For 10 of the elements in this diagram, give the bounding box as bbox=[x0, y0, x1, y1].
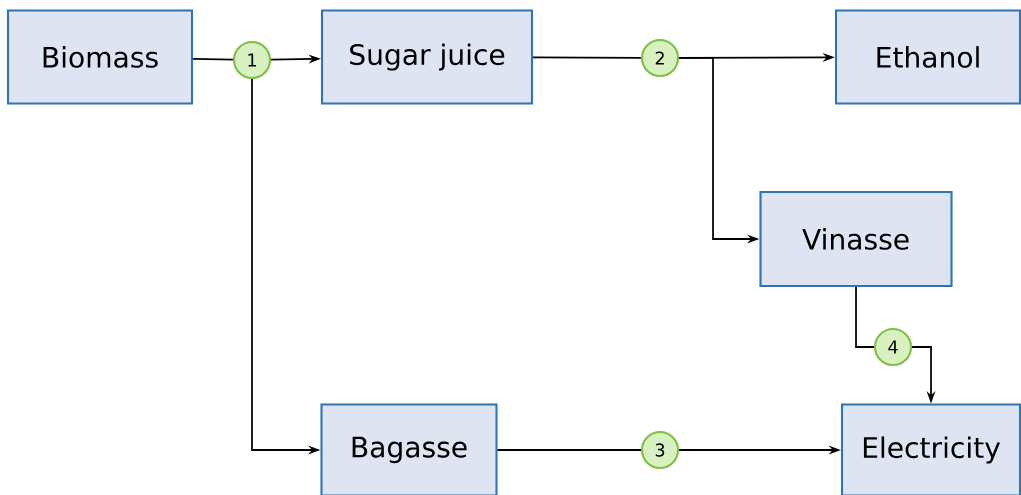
process-box: Electricity bbox=[840, 403, 1021, 495]
process-box: Vinasse bbox=[759, 190, 953, 288]
connector-line bbox=[855, 286, 875, 348]
connector-line bbox=[496, 449, 642, 451]
process-box: Biomass bbox=[6, 9, 194, 105]
connector-line bbox=[192, 57, 234, 61]
process-box: Sugar juice bbox=[320, 9, 534, 105]
process-box: Ethanol bbox=[834, 9, 1021, 105]
connector-line bbox=[532, 56, 642, 59]
process-box: Bagasse bbox=[320, 403, 498, 495]
